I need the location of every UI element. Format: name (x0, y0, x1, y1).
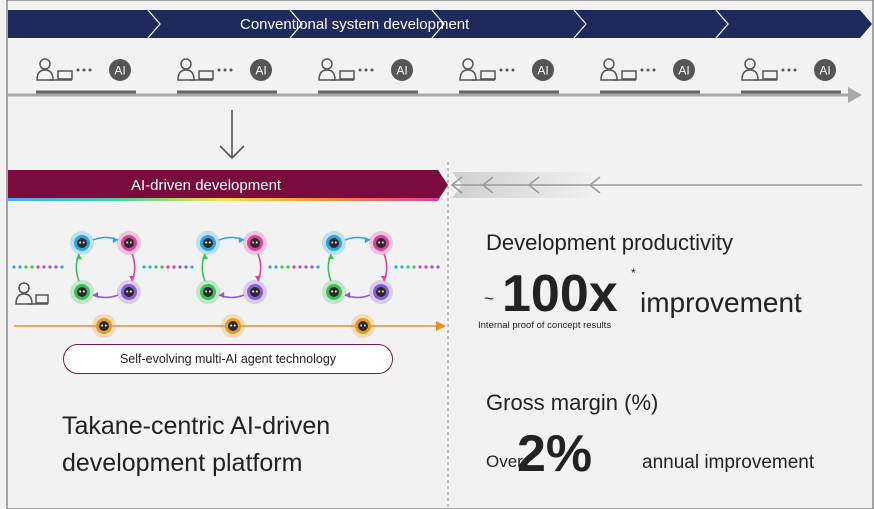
ai-agent-icon (117, 280, 141, 304)
person-laptop-icon (600, 58, 637, 81)
dots (358, 68, 374, 72)
human-ai-pair: AI (741, 58, 841, 94)
ai-agent-icon (322, 280, 346, 304)
platform-title: Takane-centric AI-driven development pla… (62, 412, 331, 477)
person-laptop-icon (741, 58, 778, 81)
person-laptop-icon (459, 58, 496, 81)
ai-badge-label: AI (678, 64, 689, 78)
return-arrows (450, 172, 862, 198)
dots (499, 68, 515, 72)
ai-agent-icon (92, 314, 116, 338)
gross-margin-prefix: Over (486, 452, 523, 471)
dots (781, 68, 797, 72)
person-laptop-icon (318, 58, 355, 81)
ai-badge-label: AI (114, 64, 125, 78)
productivity-suffix: improvement (640, 287, 802, 318)
ai-badge-icon (250, 59, 272, 81)
dots (76, 68, 92, 72)
ai-badge-label: AI (396, 64, 407, 78)
agent-technology-label: Self-evolving multi-AI agent technology (119, 352, 337, 366)
productivity-title: Development productivity (486, 230, 734, 255)
ai-badge-icon (673, 59, 695, 81)
ai-badge-label: AI (255, 64, 266, 78)
agent-loop (70, 231, 141, 304)
ai-badge-icon (814, 59, 836, 81)
agent-loop (322, 231, 393, 304)
productivity-prefix: ~ (484, 289, 494, 308)
dots (217, 68, 233, 72)
conventional-label: Conventional system development (240, 16, 470, 33)
human-ai-pair: AI (177, 58, 277, 94)
human-ai-pair: AI (318, 58, 418, 94)
loop-connectors (12, 265, 440, 269)
person-laptop-icon (177, 58, 214, 81)
multi-agent-loops (12, 231, 440, 304)
agent-technology-pill: Self-evolving multi-AI agent technology (63, 344, 393, 374)
conventional-banner (8, 9, 872, 39)
ai-badge-label: AI (537, 64, 548, 78)
ai-agent-icon (322, 231, 346, 255)
ai-agent-icon (70, 231, 94, 255)
gold-agents (92, 314, 375, 338)
ai-badge-label: AI (819, 64, 830, 78)
gross-margin-suffix: annual improvement (642, 452, 815, 473)
ai-agent-icon (196, 231, 220, 255)
ai-driven-label: AI-driven development (131, 177, 282, 194)
down-arrow-icon (219, 110, 245, 160)
ai-badge-icon (532, 59, 554, 81)
ai-agent-icon (369, 231, 393, 255)
timeline-arrow (8, 87, 862, 103)
ai-badge-icon (391, 59, 413, 81)
gross-margin-title: Gross margin (%) (486, 390, 659, 415)
ai-driven-banner (8, 170, 448, 201)
productivity-asterisk: * (631, 266, 636, 280)
human-operator-icon (15, 282, 49, 305)
ai-agent-icon (196, 280, 220, 304)
productivity-value: 100x (502, 265, 618, 323)
human-ai-pair: AI (36, 58, 136, 94)
ai-agent-icon (117, 231, 141, 255)
ai-agent-icon (70, 280, 94, 304)
ai-badge-icon (109, 59, 131, 81)
ai-agent-icon (351, 314, 375, 338)
ai-agent-icon (243, 280, 267, 304)
frame (6, 0, 874, 509)
person-laptop-icon (36, 58, 73, 81)
ai-agent-icon (243, 231, 267, 255)
ai-agent-icon (221, 314, 245, 338)
human-ai-pair: AI (459, 58, 559, 94)
human-ai-pair: AI (600, 58, 700, 94)
productivity-note: Internal proof of concept results (478, 320, 612, 331)
agent-loop (196, 231, 267, 304)
gross-margin-value: 2% (517, 425, 593, 483)
ai-agent-icon (369, 280, 393, 304)
human-ai-pairs: AI AI AI AI AI AI (36, 58, 841, 94)
dots (640, 68, 656, 72)
